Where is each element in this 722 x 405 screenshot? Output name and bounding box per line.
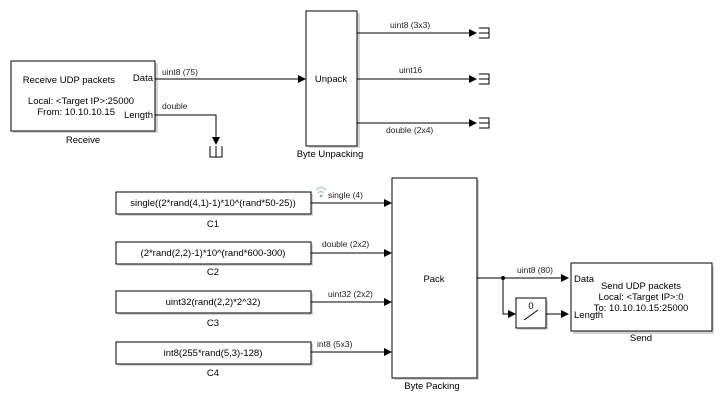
- constant-c3-name: C3: [207, 318, 219, 329]
- constant-c2-name: C2: [207, 267, 219, 278]
- wireless-icon: [315, 186, 327, 198]
- wire-c2[interactable]: [311, 249, 392, 257]
- receive-from: From: 10.10.10.15: [37, 107, 115, 118]
- send-port-data: Data: [574, 274, 595, 285]
- signal-unpack-out3: double (2x4): [386, 125, 433, 135]
- terminator-icon: [479, 27, 490, 39]
- send-to: To: 10.10.10.15:25000: [594, 303, 689, 314]
- constant-c4-name: C4: [207, 368, 219, 379]
- wire-unpack-out3[interactable]: [357, 119, 477, 127]
- constant-block-c1[interactable]: single((2*rand(4,1)-1)*10^(rand*50-25)): [115, 191, 313, 216]
- constant-block-c4[interactable]: int8(255*rand(5,3)-128): [115, 341, 313, 366]
- terminator-icon: [479, 73, 490, 85]
- wire-unpack-out1[interactable]: [357, 29, 477, 37]
- arrow-head-icon: [508, 310, 516, 318]
- constant-c3-expr: uint32(rand(2,2)*2^32): [166, 297, 261, 308]
- signal-c3: uint32 (2x2): [328, 289, 373, 299]
- signal-c2: double (2x2): [322, 239, 369, 249]
- constant-block-c3[interactable]: uint32(rand(2,2)*2^32): [115, 290, 313, 315]
- receive-title: Receive UDP packets: [23, 75, 115, 86]
- arrow-head-icon: [384, 199, 392, 207]
- send-block-name: Send: [630, 333, 652, 344]
- pack-block-name: Byte Packing: [404, 381, 459, 392]
- width-slash-icon: [523, 309, 539, 321]
- wire-c1[interactable]: [311, 199, 392, 207]
- signal-unpack-out1: uint8 (3x3): [390, 20, 430, 30]
- unpack-block[interactable]: Unpack: [305, 10, 360, 148]
- unpack-title: Unpack: [315, 74, 347, 85]
- arrow-head-icon: [212, 137, 220, 145]
- signal-pack-out: uint8 (80): [517, 265, 553, 275]
- signal-c4: int8 (5x3): [317, 339, 353, 349]
- signal-c1: single (4): [328, 190, 363, 200]
- signal-unpack-out2: uint16: [399, 65, 422, 75]
- width-block[interactable]: 0: [515, 297, 548, 330]
- send-local: Local: <Target IP>:0: [598, 292, 683, 303]
- arrow-head-icon: [384, 348, 392, 356]
- arrow-head-icon: [384, 298, 392, 306]
- constant-block-c2[interactable]: (2*rand(2,2)-1)*10^(rand*600-300): [115, 241, 313, 266]
- width-block-value: 0: [528, 301, 533, 312]
- arrow-head-icon: [298, 75, 306, 83]
- arrow-head-icon: [469, 119, 477, 127]
- wire-receive-data[interactable]: [155, 75, 306, 83]
- wire-c4[interactable]: [311, 348, 392, 356]
- arrow-head-icon: [561, 310, 569, 318]
- constant-c1-name: C1: [207, 219, 219, 230]
- pack-block[interactable]: Pack: [391, 177, 479, 380]
- arrow-head-icon: [384, 249, 392, 257]
- receive-local: Local: <Target IP>:25000: [28, 96, 134, 107]
- arrow-head-icon: [469, 29, 477, 37]
- wire-unpack-out2[interactable]: [357, 75, 477, 83]
- wire-receive-length[interactable]: [155, 114, 220, 145]
- terminator-icon: [209, 146, 223, 158]
- send-block[interactable]: Data Length Send UDP packets Local: <Tar…: [570, 262, 714, 334]
- arrow-head-icon: [469, 75, 477, 83]
- receive-port-data: Data: [133, 73, 154, 84]
- receive-block-name: Receive: [66, 135, 100, 146]
- pack-title: Pack: [423, 274, 444, 285]
- constant-c4-expr: int8(255*rand(5,3)-128): [164, 348, 263, 359]
- arrow-head-icon: [561, 274, 569, 282]
- signal-receive-data: uint8 (75): [162, 67, 198, 77]
- constant-c2-expr: (2*rand(2,2)-1)*10^(rand*600-300): [141, 248, 286, 259]
- terminator-icon: [479, 117, 490, 129]
- wire-pack-out[interactable]: [477, 274, 569, 318]
- constant-c1-expr: single((2*rand(4,1)-1)*10^(rand*50-25)): [130, 198, 296, 209]
- receive-block[interactable]: Receive UDP packets Local: <Target IP>:2…: [10, 60, 158, 133]
- send-title: Send UDP packets: [601, 281, 681, 292]
- wire-c3[interactable]: [311, 298, 392, 306]
- receive-port-length: Length: [124, 110, 153, 121]
- send-port-length: Length: [574, 310, 603, 321]
- signal-receive-length: double: [162, 101, 188, 111]
- unpack-block-name: Byte Unpacking: [297, 149, 364, 160]
- wire-width-out[interactable]: [546, 310, 569, 318]
